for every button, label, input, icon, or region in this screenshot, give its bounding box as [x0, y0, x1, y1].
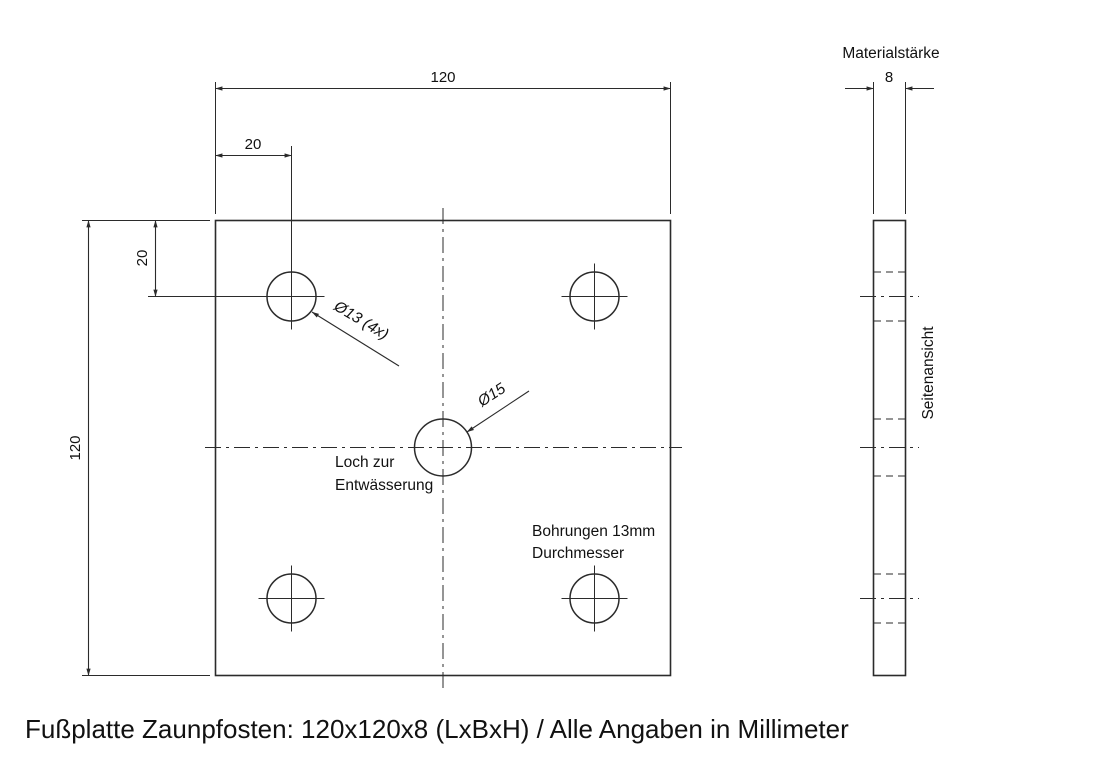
- corner-hole-bottom-right: [561, 565, 628, 632]
- dim-top-hole-offset-value: 20: [245, 136, 262, 153]
- dimension-top-hole-offset: 20: [215, 136, 292, 265]
- dimension-top-width: 120: [215, 69, 671, 214]
- hidden-lines-top-holes: [860, 271, 919, 322]
- corner-hole-bottom-left: [258, 565, 325, 632]
- side-view-header: Materialstärke: [842, 45, 939, 62]
- dimension-left-height: 120: [67, 220, 210, 676]
- drain-label-line2: Entwässerung: [335, 477, 433, 494]
- drain-hole: [413, 418, 473, 477]
- corner-hole-top-left: [258, 263, 325, 330]
- hidden-lines-drain-hole: [860, 418, 919, 477]
- dim-top-width-value: 120: [430, 69, 455, 86]
- drain-hole-label: Loch zur Entwässerung: [335, 454, 433, 494]
- bore-note-label: Bohrungen 13mm Durchmesser: [532, 523, 655, 562]
- dimension-thickness: 8: [845, 69, 934, 214]
- side-view-caption: Seitenansicht: [920, 326, 937, 420]
- bore-label-line1: Bohrungen 13mm: [532, 523, 655, 540]
- side-view: Materialstärke 8 Seitenansicht: [842, 45, 940, 677]
- dim-left-hole-offset-value: 20: [134, 250, 151, 267]
- corner-hole-top-right: [561, 263, 628, 330]
- bore-label-line2: Durchmesser: [532, 545, 624, 562]
- front-view: [205, 208, 682, 688]
- dim-left-height-value: 120: [67, 435, 84, 460]
- dim-thickness-value: 8: [885, 69, 893, 86]
- drain-label-line1: Loch zur: [335, 454, 394, 471]
- dimension-left-hole-offset: 20: [134, 220, 262, 297]
- drawing-title: Fußplatte Zaunpfosten: 120x120x8 (LxBxH)…: [25, 714, 849, 744]
- hidden-lines-bottom-holes: [860, 573, 919, 624]
